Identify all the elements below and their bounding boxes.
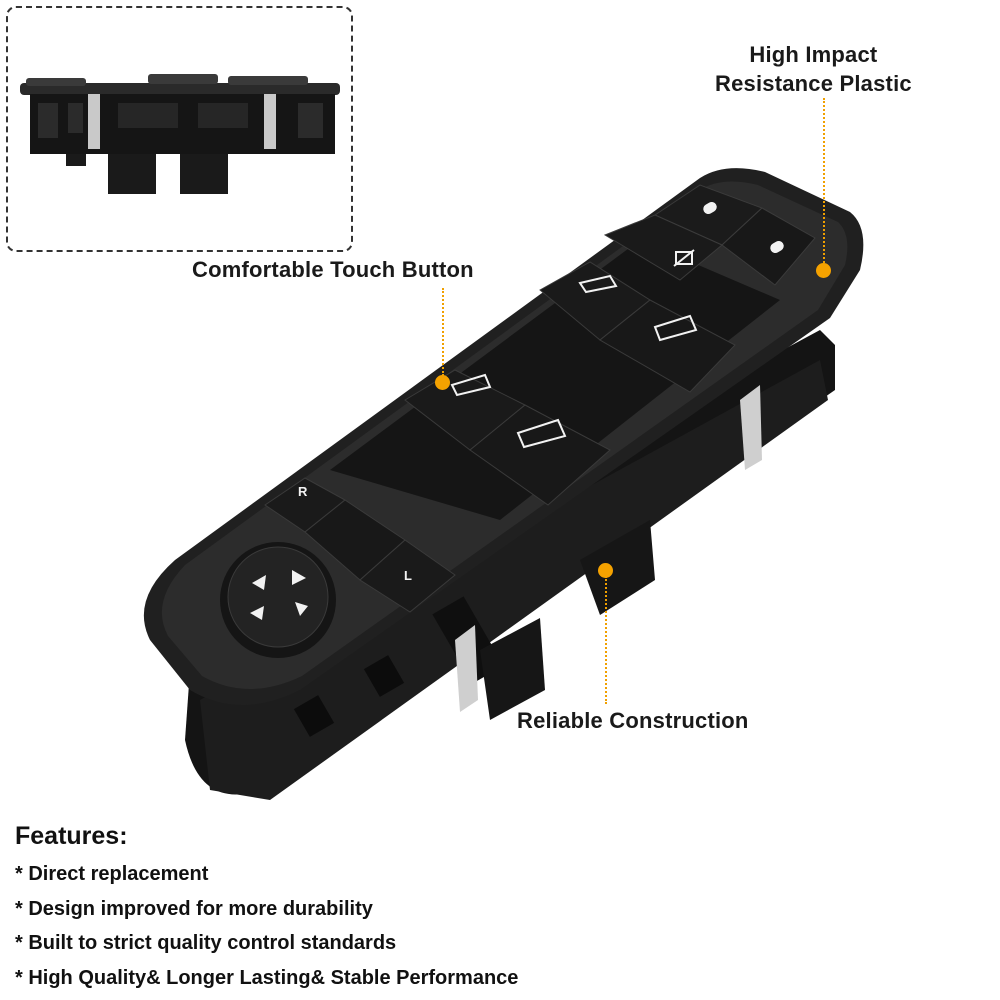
callout-touch-button: Comfortable Touch Button [192, 257, 474, 282]
callout-high-impact-leader [823, 98, 825, 266]
callout-reliable-dot [598, 563, 613, 578]
callout-high-impact: High Impact Resistance Plastic [715, 40, 912, 98]
features-list: Direct replacement Design improved for m… [15, 857, 518, 995]
window-switch-image: R L [143, 168, 864, 800]
features-section: Features: Direct replacement Design impr… [15, 822, 518, 995]
callout-touch-button-leader [442, 288, 444, 376]
features-heading: Features: [15, 822, 128, 850]
callout-reliable-construction: Reliable Construction [517, 708, 749, 733]
callout-high-impact-dot [816, 263, 831, 278]
mirror-controls [220, 477, 456, 658]
lock-icon [703, 202, 717, 215]
lock-buttons [603, 184, 816, 286]
feature-item: Built to strict quality control standard… [15, 926, 518, 961]
window-buttons [404, 261, 736, 506]
mirror-right-label: R [298, 484, 308, 499]
window-lockout-icon [673, 249, 695, 267]
mirror-direction-icon [250, 570, 308, 620]
feature-item: Direct replacement [15, 857, 518, 892]
callout-touch-button-dot [435, 375, 450, 390]
feature-item: High Quality& Longer Lasting& Stable Per… [15, 961, 518, 996]
side-view-image [20, 74, 340, 194]
window-icon [450, 274, 698, 449]
callout-reliable-leader [605, 576, 607, 704]
callout-high-impact-line2: Resistance Plastic [715, 71, 912, 96]
callout-high-impact-line1: High Impact [749, 42, 878, 67]
switch-housing [185, 330, 835, 800]
side-view-inset [6, 6, 353, 252]
unlock-icon [770, 240, 784, 253]
mirror-left-label: L [404, 568, 412, 583]
feature-item: Design improved for more durability [15, 892, 518, 927]
